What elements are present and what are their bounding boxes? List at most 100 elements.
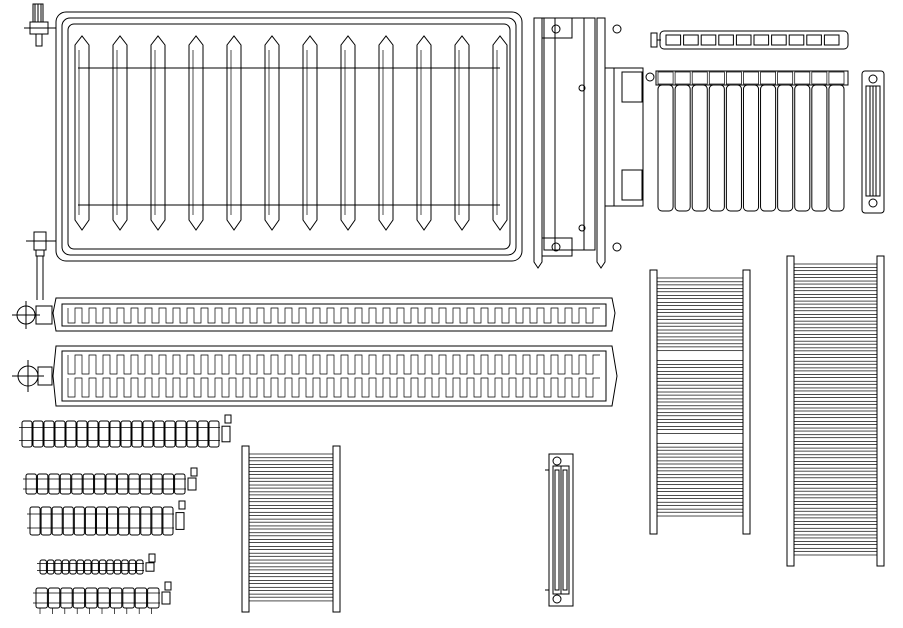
radiator-end-view [861, 70, 885, 214]
column-section [197, 420, 209, 448]
towel-bar [793, 397, 878, 402]
top-view-section [771, 34, 787, 46]
towel-bar [656, 422, 744, 427]
towel-bar [656, 442, 744, 448]
towel-bar [793, 270, 878, 275]
towel-bar [793, 297, 878, 302]
column-section [139, 473, 152, 495]
section-column [725, 84, 742, 212]
column-section [51, 506, 63, 536]
column-section [84, 506, 96, 536]
towel-bar [656, 312, 744, 317]
sectional-radiator-top-view [650, 30, 849, 50]
column-section [116, 473, 129, 495]
column-section [128, 473, 140, 495]
section-column [794, 84, 811, 212]
towel-bar [793, 444, 878, 449]
section-column [760, 84, 777, 212]
panel-fin [302, 35, 318, 231]
top-view-section [718, 34, 734, 46]
column-section [208, 420, 220, 448]
column-section [97, 587, 110, 609]
column-section [106, 559, 114, 575]
panel-fin [226, 35, 242, 231]
towel-bar [793, 490, 878, 496]
column-section [72, 587, 86, 609]
panel-valve-top [24, 3, 56, 47]
slim-radiator-side [545, 453, 574, 607]
column-section [98, 559, 107, 575]
towel-bar [248, 501, 334, 506]
towel-bar [656, 429, 744, 434]
towel-bar [793, 303, 878, 309]
section-column [742, 84, 760, 212]
towel-bar [793, 437, 878, 442]
column-section [131, 420, 143, 448]
section-column [828, 84, 845, 212]
top-view-section [806, 34, 822, 46]
towel-bar [656, 401, 744, 407]
column-section [25, 473, 37, 495]
column-section [142, 420, 154, 448]
section-column [674, 84, 691, 212]
towel-bar [793, 524, 878, 529]
towel-bar [656, 291, 744, 296]
towel-bar [248, 453, 334, 459]
panel-fin [74, 35, 90, 231]
towel-bar [793, 504, 878, 509]
panel-fin [112, 35, 128, 231]
towel-bar [793, 450, 878, 456]
towel-bar [793, 350, 878, 355]
towel-bar [656, 332, 744, 338]
top-view-section [753, 34, 770, 46]
panel-fin [416, 35, 432, 231]
towel-rail-right [742, 269, 751, 535]
single-panel-plan [12, 297, 616, 332]
column-section [121, 559, 129, 575]
column-valve [175, 512, 185, 530]
column-section [95, 506, 108, 536]
column-section [48, 473, 60, 495]
column-section [87, 420, 99, 448]
towel-bar [248, 569, 334, 575]
column-section [60, 587, 73, 609]
column-valve [161, 591, 171, 605]
towel-rail-right [332, 445, 341, 613]
column-section [61, 559, 70, 575]
column-section [54, 559, 62, 575]
towel-bar [656, 346, 744, 352]
towel-bar [793, 377, 878, 382]
column-section [35, 587, 48, 609]
towel-bar [793, 363, 878, 369]
towel-bar [656, 504, 744, 510]
towel-bar [656, 491, 744, 496]
top-view-section [665, 34, 682, 46]
towel-rail-left [649, 269, 658, 535]
column-section [118, 506, 130, 536]
towel-bar [656, 277, 744, 283]
towel-bar [248, 521, 334, 527]
column-section [109, 420, 121, 448]
towel-bar [793, 457, 878, 462]
towel-bar [248, 583, 334, 588]
towel-bar [656, 284, 744, 290]
towel-bar [656, 463, 744, 469]
towel-bar [793, 390, 878, 395]
column-section [62, 506, 74, 536]
column-section [65, 420, 77, 448]
column-section [76, 559, 85, 575]
column-section [162, 506, 174, 536]
towel-bar [793, 517, 878, 522]
towel-bar [793, 464, 878, 469]
towel-bar [656, 367, 744, 372]
towel-bar [793, 317, 878, 322]
column-section [29, 506, 41, 536]
towel-radiator-large [786, 255, 885, 567]
column-section [54, 420, 66, 448]
top-view-section [823, 34, 840, 46]
column-section [151, 506, 163, 536]
towel-bar [248, 535, 334, 540]
towel-radiator-small [241, 445, 341, 613]
towel-bar [656, 298, 744, 303]
towel-bar [656, 477, 744, 482]
